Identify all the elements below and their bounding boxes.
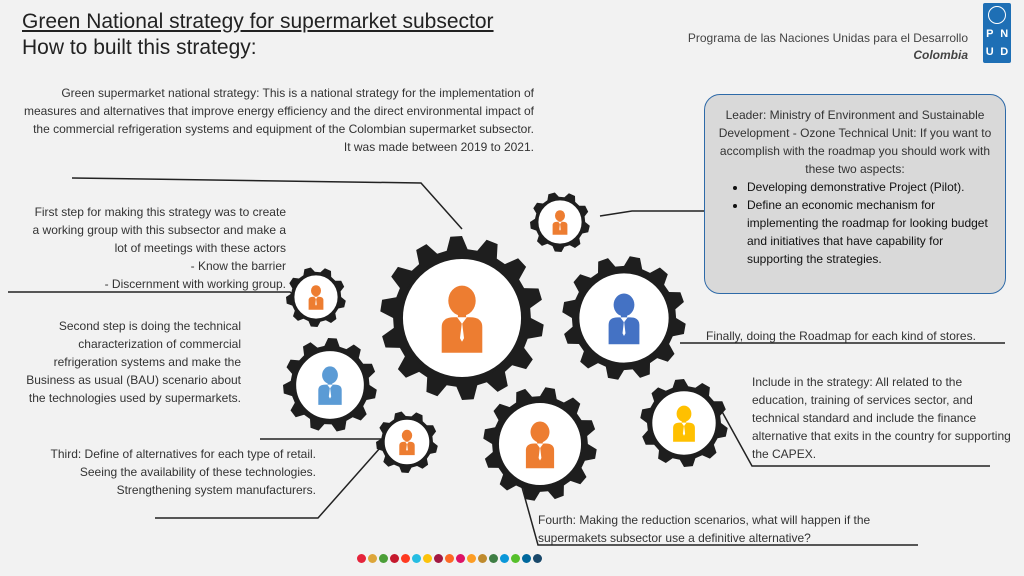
gear-icon bbox=[286, 267, 346, 327]
gear-icon bbox=[283, 338, 377, 432]
sdg-dot bbox=[511, 554, 520, 563]
gear-icon bbox=[530, 192, 590, 252]
sdg-dots bbox=[357, 554, 542, 563]
sdg-dot bbox=[522, 554, 531, 563]
logo-letter: P bbox=[986, 28, 994, 40]
sdg-dot bbox=[423, 554, 432, 563]
sdg-dot bbox=[379, 554, 388, 563]
org-name: Programa de las Naciones Unidas para el … bbox=[687, 31, 968, 45]
gear-icon bbox=[640, 379, 728, 467]
first-step-text: First step for making this strategy was … bbox=[0, 203, 286, 293]
sdg-dot bbox=[434, 554, 443, 563]
person-icon bbox=[552, 210, 568, 235]
first-step-line: a working group with this subsector and … bbox=[32, 223, 286, 237]
logo-letter: D bbox=[1000, 46, 1009, 58]
sdg-dot bbox=[412, 554, 421, 563]
sdg-dot bbox=[456, 554, 465, 563]
person-icon bbox=[525, 421, 555, 469]
sdg-dot bbox=[401, 554, 410, 563]
intro-description: Green supermarket national strategy: Thi… bbox=[23, 86, 534, 136]
person-icon bbox=[608, 293, 640, 345]
undp-letters: P N U D bbox=[983, 26, 1011, 61]
sdg-dot bbox=[445, 554, 454, 563]
first-step-line: - Know the barrier bbox=[190, 259, 286, 273]
gear-icon bbox=[483, 387, 597, 501]
first-step-line: - Discernment with working group. bbox=[104, 277, 286, 291]
intro-dates: It was made between 2019 to 2021. bbox=[343, 140, 534, 154]
leader-bullet: Developing demonstrative Project (Pilot)… bbox=[747, 178, 993, 196]
gear-icon bbox=[562, 256, 686, 380]
sdg-dot bbox=[357, 554, 366, 563]
sdg-dot bbox=[489, 554, 498, 563]
second-step-text: Second step is doing the technical chara… bbox=[26, 319, 241, 405]
first-step-line: lot of meetings with these actors bbox=[114, 241, 286, 255]
person-icon bbox=[318, 366, 342, 405]
undp-logo-text: Programa de las Naciones Unidas para el … bbox=[688, 30, 968, 64]
sdg-dot bbox=[533, 554, 542, 563]
sdg-dot bbox=[390, 554, 399, 563]
gear-icon bbox=[376, 411, 438, 473]
fourth-step-text: Fourth: Making the reduction scenarios, … bbox=[538, 513, 871, 545]
sdg-dot bbox=[478, 554, 487, 563]
page-title: Green National strategy for supermarket … bbox=[22, 9, 494, 61]
finally-text: Finally, doing the Roadmap for each kind… bbox=[706, 329, 976, 343]
sdg-dot bbox=[500, 554, 509, 563]
person-icon bbox=[673, 405, 695, 442]
first-step-line: First step for making this strategy was … bbox=[34, 205, 286, 219]
logo-letter: N bbox=[1000, 28, 1009, 40]
logo-letter: U bbox=[985, 46, 994, 58]
leader-bullet-list: Developing demonstrative Project (Pilot)… bbox=[717, 178, 993, 268]
intro-text: Green supermarket national strategy: Thi… bbox=[22, 84, 534, 156]
undp-logo: P N U D bbox=[983, 3, 1011, 63]
org-country: Colombia bbox=[913, 48, 968, 62]
gear-icon bbox=[380, 236, 544, 400]
third-step-text: Third: Define of alternatives for each t… bbox=[50, 447, 316, 497]
title-line-2: How to built this strategy: bbox=[22, 36, 257, 59]
include-text: Include in the strategy: All related to … bbox=[752, 375, 1011, 461]
sdg-dot bbox=[467, 554, 476, 563]
leader-bullet: Define an economic mechanism for impleme… bbox=[747, 196, 993, 268]
leader-box: Leader: Ministry of Environment and Sust… bbox=[704, 94, 1006, 294]
sdg-dot bbox=[368, 554, 377, 563]
leader-text: Leader: Ministry of Environment and Sust… bbox=[718, 108, 992, 176]
person-icon bbox=[441, 285, 483, 353]
person-icon bbox=[308, 285, 324, 310]
un-emblem-icon bbox=[988, 6, 1006, 24]
title-line-1: Green National strategy for supermarket … bbox=[22, 10, 494, 33]
person-icon bbox=[399, 429, 415, 456]
